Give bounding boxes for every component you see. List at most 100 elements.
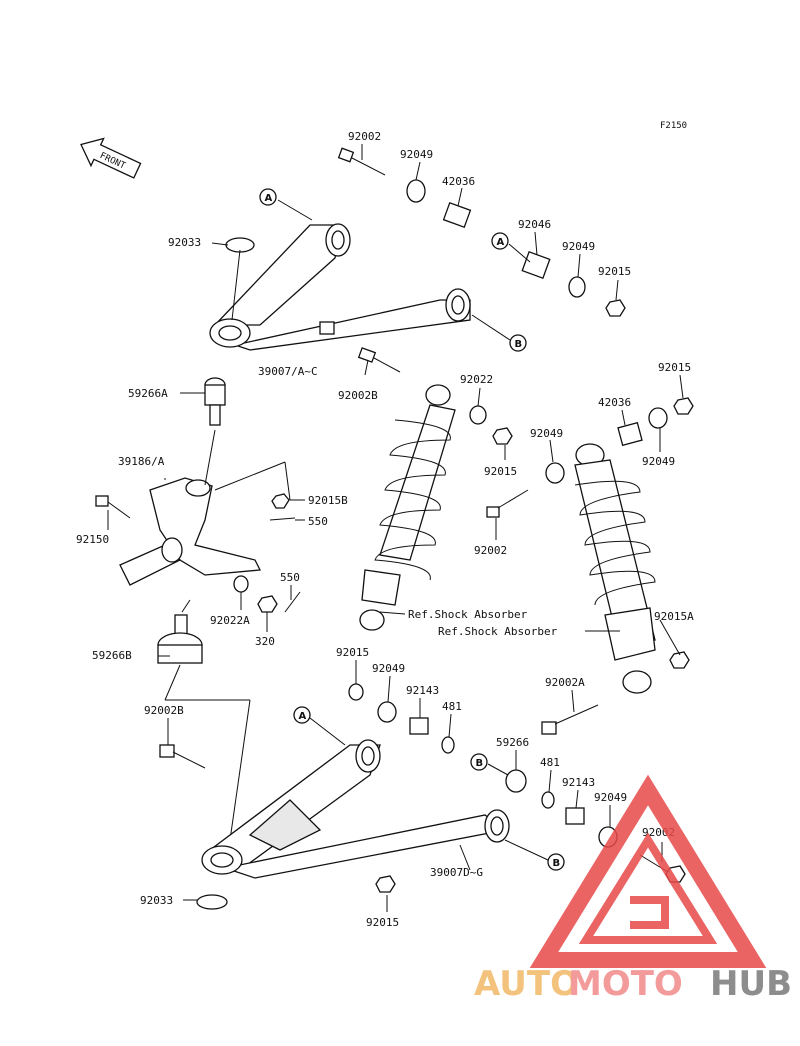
label-92002A: 92002A xyxy=(545,676,585,689)
label-92002-mid: 92002 xyxy=(474,544,507,557)
ball-joint-59266B xyxy=(157,614,203,664)
shock-absorber-right xyxy=(574,443,656,694)
bolt-92002-top xyxy=(337,147,386,176)
label-92002B-low: 92002B xyxy=(144,704,184,717)
automotohub-logo: AUTO MOTO HUB xyxy=(474,774,792,1004)
label-92015-mid: 92015 xyxy=(484,465,517,478)
callout-a-1: A xyxy=(259,188,277,206)
label-92143-a: 92143 xyxy=(406,684,439,697)
label-92049-d: 92049 xyxy=(642,455,675,468)
washer-92049-low xyxy=(377,701,397,723)
nut-92015-mid xyxy=(492,427,513,445)
callout-b-1: B xyxy=(509,334,527,352)
label-92049-e: 92049 xyxy=(594,791,627,804)
callout-b-2: B xyxy=(470,753,488,771)
bolt-92150 xyxy=(95,495,131,519)
label-92002B-mid: 92002B xyxy=(338,389,378,402)
lower-a-arm xyxy=(201,739,510,879)
label-92015B: 92015B xyxy=(308,494,348,507)
label-92046: 92046 xyxy=(518,218,551,231)
label-39007: 39007/A~C xyxy=(258,365,318,378)
bushing-59266 xyxy=(505,769,527,793)
nut-92015-top xyxy=(605,299,626,317)
label-92015-r: 92015 xyxy=(658,361,691,374)
nut-320 xyxy=(257,595,278,613)
label-92022A: 92022A xyxy=(210,614,250,627)
ref-shock-left-label: Ref.Shock Absorber xyxy=(408,608,528,621)
cotter-pin-550-b xyxy=(284,591,301,613)
nut-92015-bot xyxy=(375,875,396,893)
circlip-481-b xyxy=(541,791,555,809)
label-59266: 59266 xyxy=(496,736,529,749)
svg-text:B: B xyxy=(476,758,484,769)
label-92033-low: 92033 xyxy=(140,894,173,907)
svg-text:A: A xyxy=(299,711,307,722)
washer-92022A xyxy=(233,575,249,593)
leader-lines xyxy=(107,144,619,841)
label-92022: 92022 xyxy=(460,373,493,386)
nut-92015B xyxy=(271,493,290,509)
svg-text:B: B xyxy=(553,858,561,869)
label-59266B: 59266B xyxy=(92,649,132,662)
figure-code: F2150 xyxy=(660,121,687,131)
label-92049-low: 92049 xyxy=(372,662,405,675)
label-481-b: 481 xyxy=(540,756,560,769)
label-92150: 92150 xyxy=(76,533,109,546)
washer-92022 xyxy=(469,405,487,425)
label-92015-bot: 92015 xyxy=(366,916,399,929)
label-92015-top: 92015 xyxy=(598,265,631,278)
label-92143-b: 92143 xyxy=(562,776,595,789)
collar-92143-b xyxy=(565,807,585,825)
logo-text-moto: MOTO xyxy=(568,964,683,1004)
bolt-92002A xyxy=(541,704,599,735)
svg-text:B: B xyxy=(515,339,523,350)
collar-42036-r xyxy=(617,421,643,447)
label-92049-top: 92049 xyxy=(400,148,433,161)
nut-92015A xyxy=(669,651,690,669)
circlip-92033-top xyxy=(225,237,255,253)
collar-92143-a xyxy=(409,717,429,735)
washer-92049-c xyxy=(648,407,668,429)
callout-a-2: A xyxy=(491,232,509,250)
ref-shock-right-label: Ref.Shock Absorber xyxy=(438,625,558,638)
svg-text:A: A xyxy=(265,193,273,204)
leader-lines-3 xyxy=(167,660,663,912)
label-42036-r: 42036 xyxy=(598,396,631,409)
logo-triangle-icon xyxy=(529,774,767,968)
front-arrow-icon: FRONT xyxy=(80,137,142,179)
circlip-92033-low xyxy=(196,894,228,910)
label-42036-top: 42036 xyxy=(442,175,475,188)
svg-text:A: A xyxy=(497,237,505,248)
label-92002-top: 92002 xyxy=(348,130,381,143)
callout-a-3: A xyxy=(293,706,311,724)
washer-92049-b xyxy=(568,276,586,298)
shock-absorber-left xyxy=(357,347,456,631)
label-92049-c: 92049 xyxy=(530,427,563,440)
upper-a-arm xyxy=(209,223,471,351)
circlip-481-a xyxy=(441,736,455,754)
leader-lines-2 xyxy=(364,359,684,713)
label-92015-low: 92015 xyxy=(336,646,369,659)
label-39007DG: 39007D~G xyxy=(430,866,483,879)
label-59266A: 59266A xyxy=(128,387,168,400)
logo-text-auto: AUTO xyxy=(474,964,579,1004)
label-92049-b: 92049 xyxy=(562,240,595,253)
label-550-a: 550 xyxy=(308,515,328,528)
cotter-pin-550-a xyxy=(269,517,296,521)
nut-92015-r xyxy=(673,397,694,415)
label-481-a: 481 xyxy=(442,700,462,713)
label-92033-top: 92033 xyxy=(168,236,201,249)
bolt-92002-mid xyxy=(486,489,529,518)
logo-text-hub: HUB xyxy=(710,964,792,1004)
nut-92015-low xyxy=(348,683,364,701)
knuckle-39186 xyxy=(119,477,262,586)
bushing-92046 xyxy=(521,251,551,279)
label-320: 320 xyxy=(255,635,275,648)
label-39186: 39186/A xyxy=(118,455,165,468)
collar-42036-top xyxy=(442,201,472,229)
washer-92049-d xyxy=(545,462,565,484)
ball-joint-59266A xyxy=(204,377,226,426)
washer-92049-top xyxy=(406,179,426,203)
